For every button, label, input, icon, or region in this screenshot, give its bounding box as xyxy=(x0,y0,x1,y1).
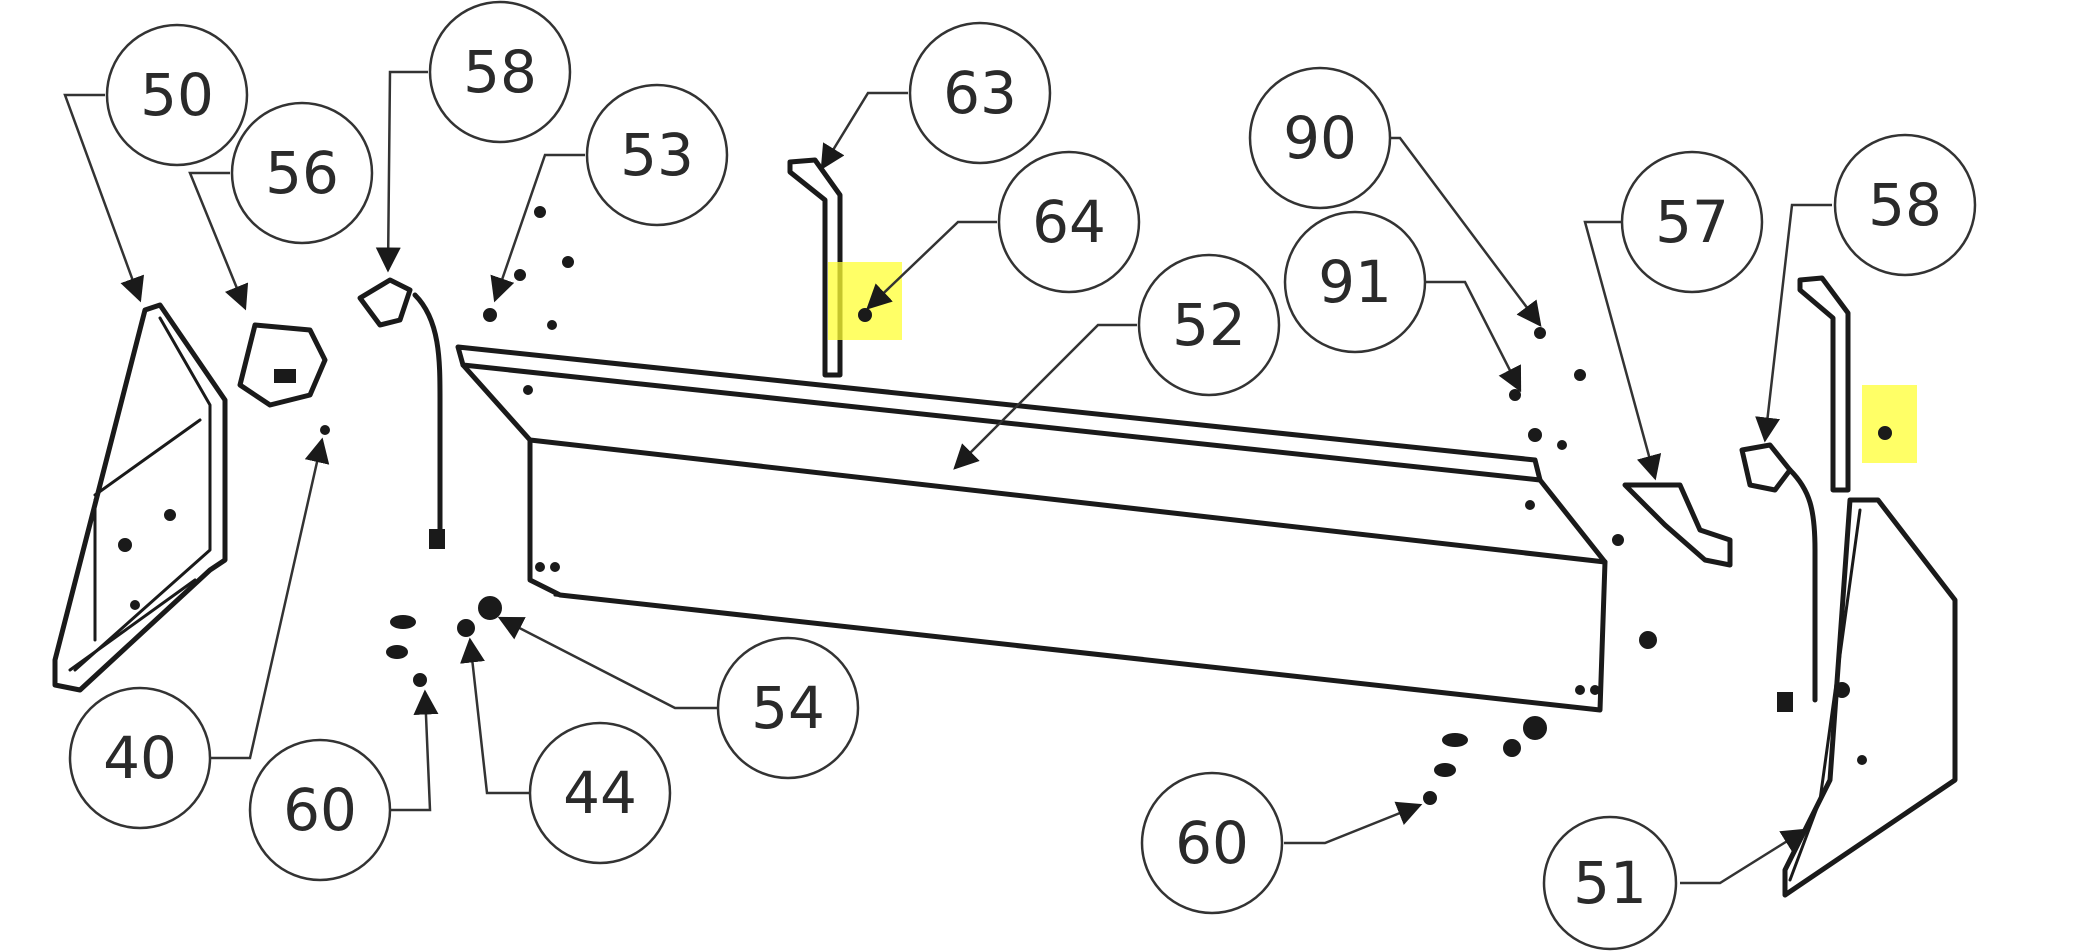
callout-40: 40 xyxy=(68,686,212,830)
callout-label-53: 53 xyxy=(620,121,694,189)
callout-57: 57 xyxy=(1620,150,1764,294)
callout-label-56: 56 xyxy=(265,139,339,207)
parts-drawing xyxy=(52,157,1958,898)
part-nuts-60-right xyxy=(1423,716,1547,805)
callout-label-54: 54 xyxy=(751,674,825,742)
callout-52: 52 xyxy=(1137,253,1281,397)
callout-label-58-left: 58 xyxy=(463,38,537,106)
callout-label-51: 51 xyxy=(1573,849,1647,917)
part-bent-bar-left xyxy=(787,157,843,378)
callout-label-60-right: 60 xyxy=(1175,809,1249,877)
callout-label-64: 64 xyxy=(1032,188,1106,256)
callout-44: 44 xyxy=(528,721,672,865)
callout-60-right: 60 xyxy=(1140,771,1284,915)
part-hinge-rod-left xyxy=(357,277,445,549)
callout-label-63: 63 xyxy=(943,59,1017,127)
callout-63: 63 xyxy=(908,21,1052,165)
part-screws-90-91 xyxy=(1509,327,1657,649)
part-nuts-60-left xyxy=(386,615,427,687)
part-washers-54-44 xyxy=(457,596,502,637)
part-screw-40 xyxy=(320,425,330,435)
callout-58-right: 58 xyxy=(1833,133,1977,277)
part-latch-left xyxy=(237,322,328,408)
callout-label-52: 52 xyxy=(1172,291,1246,359)
callout-50: 50 xyxy=(105,23,249,167)
callout-64: 64 xyxy=(997,150,1141,294)
callout-label-40: 40 xyxy=(103,724,177,792)
part-right-end-bracket xyxy=(1782,497,1958,898)
callout-label-58-right: 58 xyxy=(1868,171,1942,239)
callout-90: 90 xyxy=(1248,66,1392,210)
callout-label-90: 90 xyxy=(1283,104,1357,172)
callout-91: 91 xyxy=(1283,210,1427,354)
part-left-end-bracket xyxy=(52,302,228,693)
callout-label-57: 57 xyxy=(1655,188,1729,256)
callout-label-91: 91 xyxy=(1318,248,1392,316)
part-latch-right xyxy=(1622,482,1733,568)
callout-53: 53 xyxy=(585,83,729,227)
leader-lines xyxy=(63,70,1832,885)
callout-58-left: 58 xyxy=(428,0,572,144)
callout-54: 54 xyxy=(716,636,860,780)
callout-label-44: 44 xyxy=(563,759,637,827)
callout-56: 56 xyxy=(230,101,374,245)
part-screws-53 xyxy=(483,206,574,330)
part-hinge-rod-right xyxy=(1739,442,1818,712)
part-bent-bar-right xyxy=(1797,275,1851,493)
callout-51: 51 xyxy=(1542,815,1678,951)
callout-label-50: 50 xyxy=(140,61,214,129)
highlight-part-64-right xyxy=(1862,385,1917,463)
highlight-part-64-left xyxy=(828,262,902,340)
callout-60-left: 60 xyxy=(248,738,392,882)
callout-label-60-left: 60 xyxy=(283,776,357,844)
part-main-panel xyxy=(455,344,1608,713)
